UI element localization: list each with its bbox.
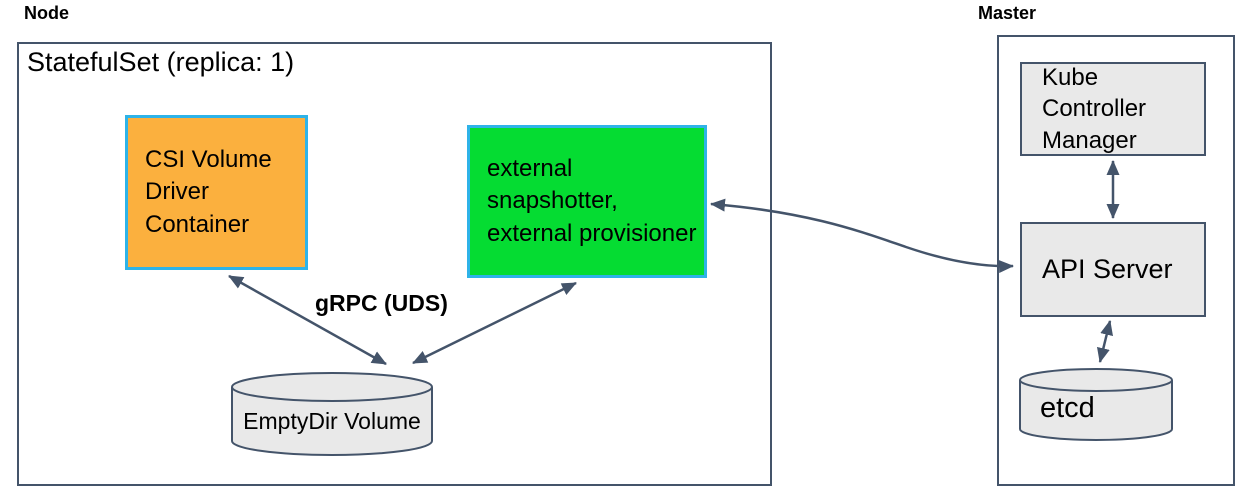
grpc-uds-label: gRPC (UDS) <box>315 290 448 316</box>
kube-controller-manager-box: Kube Controller Manager <box>1020 62 1206 156</box>
emptydir-volume-label: EmptyDir Volume <box>243 408 421 434</box>
arrow-apiserver-etcd <box>1097 320 1113 363</box>
api-server-label: API Server <box>1042 254 1173 284</box>
emptydir-cylinder <box>231 372 433 456</box>
statefulset-title: StatefulSet (replica: 1) <box>27 47 295 77</box>
arrow-csi-driver-emptydir <box>228 274 387 366</box>
external-sidecars-box: external snapshotter, external provision… <box>467 125 707 278</box>
master-label: Master <box>978 3 1037 23</box>
kube-controller-manager-label: Kube Controller Manager <box>1042 64 1147 154</box>
etcd-label: etcd <box>1040 392 1095 424</box>
csi-volume-driver-container-box: CSI Volume Driver Container <box>125 115 308 270</box>
arrow-sidecar-emptydir <box>412 281 577 365</box>
etcd-cylinder <box>1019 368 1173 441</box>
csi-volume-driver-container-label: CSI Volume Driver Container <box>145 145 272 238</box>
node-label: Node <box>24 3 69 23</box>
api-server-box: API Server <box>1020 222 1206 317</box>
arrow-sidecar-apiserver <box>710 198 1014 274</box>
external-sidecars-label: external snapshotter, external provision… <box>487 154 697 247</box>
